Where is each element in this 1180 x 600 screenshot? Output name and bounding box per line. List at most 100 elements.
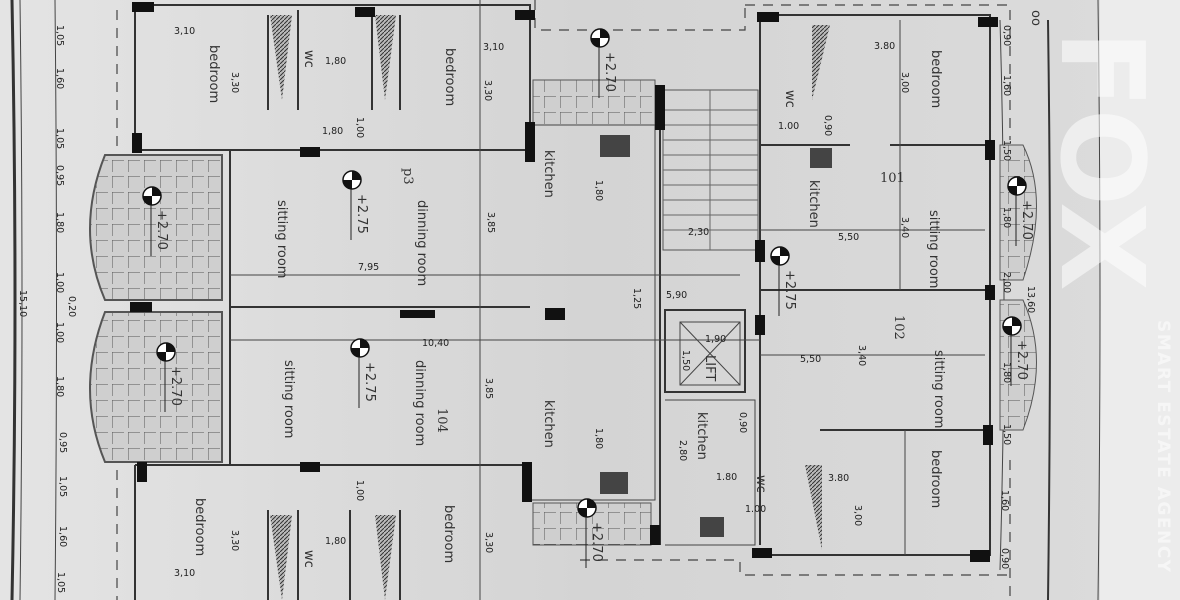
dim: 1,90 [705, 334, 726, 345]
level-marker-icon: +2.75 [342, 170, 369, 240]
dim-left: 0,20 [66, 296, 77, 317]
dim: 0,90 [737, 412, 748, 433]
room-label-sitting: sitting room [274, 200, 289, 278]
level-label: +2.70 [154, 210, 169, 250]
room-label-bedroom: bedroom [442, 48, 457, 106]
level-label: +2.70 [602, 52, 617, 92]
room-label-kitchen: kitchen [541, 400, 556, 448]
dashed-boundaries [116, 0, 1011, 600]
dim: 1,80 [593, 428, 604, 449]
dim: 3.80 [874, 41, 895, 52]
room-label-bedroom: bedroom [928, 450, 943, 508]
balconies [89, 79, 1037, 546]
room-label-wc: wc [753, 475, 768, 493]
dim-left: 1,60 [57, 526, 68, 547]
level-label: +2.70 [589, 522, 604, 562]
dim-right: 2,00 [1001, 272, 1012, 293]
room-label-bedroom: bedroom [192, 498, 207, 556]
wardrobes [270, 15, 832, 600]
level-label: +2.70 [1014, 340, 1029, 380]
dim: 2,30 [688, 227, 709, 238]
room-label-sitting: sitting room [926, 210, 941, 288]
level-label: +2.70 [1019, 200, 1034, 240]
dim-left: 1,05 [54, 25, 65, 46]
binding-lines [10, 0, 1101, 600]
room-label-sitting: sitting room [281, 360, 296, 438]
dim: 1,25 [631, 288, 642, 309]
dim: 1,80 [322, 126, 343, 137]
dim: 5,50 [838, 232, 859, 243]
level-marker-icon: +2.70 [1002, 316, 1029, 386]
dim: 3,10 [174, 26, 195, 37]
room-label-kitchen: kitchen [806, 180, 821, 228]
dim: 1,80 [593, 180, 604, 201]
dim: 1,80 [325, 56, 346, 67]
unit-number: p3 [400, 168, 415, 185]
watermark-tagline: SMART ESTATE AGENCY [1153, 320, 1173, 574]
unit-number: 101 [880, 171, 905, 186]
dim-left: 0,95 [57, 432, 68, 453]
dim: 0,90 [822, 115, 833, 136]
dim: 5,90 [666, 290, 687, 301]
room-label-dining: dinning room [414, 200, 429, 286]
lift-label: LIFT [702, 355, 717, 381]
dim: 3,10 [174, 568, 195, 579]
dim-right: 1,80 [1001, 362, 1012, 383]
dim-left: 1,05 [54, 128, 65, 149]
dim-left: 1,80 [54, 212, 65, 233]
level-label: +2.75 [354, 194, 369, 234]
room-label-bedroom: bedroom [206, 45, 221, 103]
dim: 3,40 [899, 217, 910, 238]
watermark-brand: FOX [1034, 30, 1168, 291]
dim-overall-left: 15,10 [17, 290, 28, 317]
dim-right: 1,50 [1001, 140, 1012, 161]
level-marker-icon: +2.70 [156, 342, 183, 412]
dim: 7,95 [358, 262, 379, 273]
dim: 3,85 [485, 212, 496, 233]
dim-overall-right: 13,60 [1025, 286, 1036, 313]
dim-right: 1,60 [999, 490, 1010, 511]
dim: 1,80 [325, 536, 346, 547]
room-label-bedroom: bedroom [928, 50, 943, 108]
room-label-dining: dinning room [412, 360, 427, 446]
dim-right: 0,90 [999, 548, 1010, 569]
level-marker-icon: +2.70 [142, 186, 169, 256]
room-label-sitting: sitting room [931, 350, 946, 428]
dim: 3,30 [482, 80, 493, 101]
level-label: +2.70 [168, 366, 183, 406]
dim: 3,40 [856, 345, 867, 366]
dim: 1.80 [716, 472, 737, 483]
level-marker-icon: +2.70 [577, 498, 604, 568]
dim: 1,00 [354, 117, 365, 138]
watermark: FOX SMART ESTATE AGENCY [1034, 30, 1173, 574]
columns [130, 2, 998, 562]
unit-number: 102 [891, 315, 906, 340]
level-markers: +2.70 +2.75 +2.70 +2.75 +2.70 +2.70 +2.75 +2.70… [142, 28, 1034, 568]
paper-edge [1100, 0, 1180, 600]
dim: 3.80 [828, 473, 849, 484]
room-label-bedroom: bedroom [441, 505, 456, 563]
level-label: +2.75 [782, 270, 797, 310]
dim: 3,00 [852, 505, 863, 526]
dim: 1,50 [680, 350, 691, 371]
level-marker-icon: +2.75 [350, 338, 377, 408]
stairs [662, 89, 759, 251]
dim: 1.00 [778, 121, 799, 132]
dim: 2,80 [677, 440, 688, 461]
room-label-wc: wc [301, 550, 316, 568]
dim: 1,00 [354, 480, 365, 501]
dim-left: 1,00 [54, 322, 65, 343]
dim-left: 1,00 [54, 272, 65, 293]
dim-left: 1,60 [54, 68, 65, 89]
dim-left: 1,05 [55, 572, 66, 593]
title-fragment: oo [1028, 10, 1043, 26]
room-label-kitchen: kitchen [694, 412, 709, 460]
unit-number: 104 [434, 408, 449, 433]
dim: 10,40 [422, 338, 449, 349]
dim-right: 0,90 [1001, 25, 1012, 46]
room-label-kitchen: kitchen [541, 150, 556, 198]
dim-right: 1,50 [1001, 424, 1012, 445]
dim-left: 1,05 [57, 476, 68, 497]
dim-left: 0,95 [54, 165, 65, 186]
